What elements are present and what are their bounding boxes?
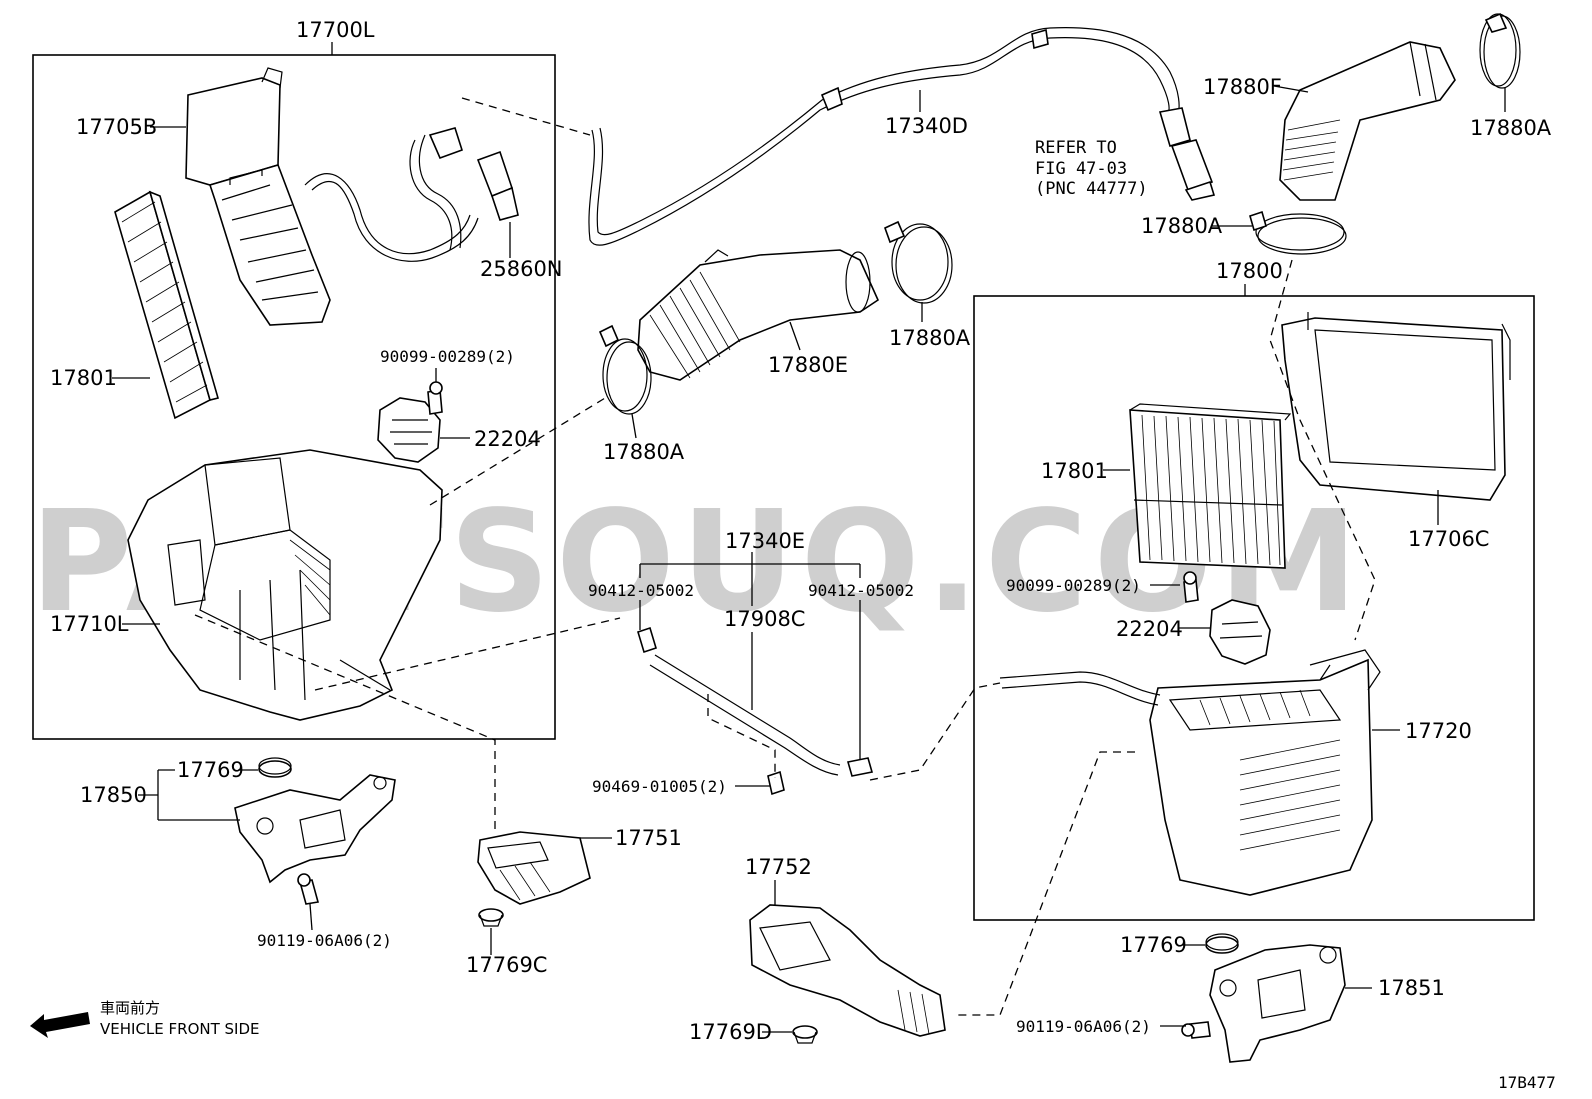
label-17801-left[interactable]: 17801 bbox=[50, 366, 117, 390]
label-17800[interactable]: 17800 bbox=[1216, 259, 1283, 283]
label-17769-left[interactable]: 17769 bbox=[177, 758, 244, 782]
part-90099-bolt-left[interactable] bbox=[427, 381, 443, 415]
part-17880A-clamp-left[interactable] bbox=[598, 324, 652, 415]
dash-17710L-to-17880A bbox=[429, 394, 611, 506]
front-label-en: VEHICLE FRONT SIDE bbox=[100, 1020, 260, 1038]
part-17908C-hose[interactable] bbox=[637, 626, 874, 796]
label-90099-right[interactable]: 90099-00289(2) bbox=[1006, 576, 1141, 595]
part-17751-duct[interactable] bbox=[477, 831, 591, 905]
label-17710L[interactable]: 17710L bbox=[50, 612, 129, 636]
part-17851-bracket[interactable] bbox=[1209, 944, 1346, 1063]
front-label-jp: 車両前方 bbox=[100, 999, 160, 1017]
label-17700L[interactable]: 17700L bbox=[296, 18, 375, 42]
dash-17710L-to-fitting bbox=[314, 617, 621, 691]
label-17340E[interactable]: 17340E bbox=[725, 529, 805, 553]
label-17908C[interactable]: 17908C bbox=[724, 607, 805, 631]
part-17706C-cap[interactable] bbox=[1281, 312, 1511, 501]
label-90469[interactable]: 90469-01005(2) bbox=[592, 777, 727, 796]
assembly-box-17700L bbox=[32, 54, 556, 740]
part-17850-bracket[interactable] bbox=[234, 774, 396, 884]
label-17880A-mid[interactable]: 17880A bbox=[889, 326, 971, 350]
front-arrow-icon bbox=[30, 1012, 90, 1038]
label-17880F[interactable]: 17880F bbox=[1203, 75, 1282, 99]
label-22204-right[interactable]: 22204 bbox=[1116, 617, 1183, 641]
leader-90119-left bbox=[309, 903, 313, 931]
part-17880A-clamp-right[interactable] bbox=[1249, 210, 1347, 255]
part-17710L-case[interactable] bbox=[127, 449, 443, 721]
part-17720-case[interactable] bbox=[999, 649, 1381, 896]
part-17340D-hose[interactable] bbox=[588, 27, 1180, 246]
part-17769C-grommet[interactable] bbox=[478, 908, 504, 927]
part-17801-filter-left[interactable] bbox=[114, 190, 219, 420]
label-17769D[interactable]: 17769D bbox=[689, 1020, 772, 1044]
part-17705B-cap[interactable] bbox=[185, 67, 331, 326]
dash-25860N-to-17340D bbox=[461, 97, 591, 136]
vehicle-front-indicator: 車両前方 VEHICLE FRONT SIDE bbox=[30, 999, 260, 1038]
part-17769-grommet-left[interactable] bbox=[258, 757, 292, 778]
leader-17850 bbox=[138, 769, 240, 821]
part-25860N-vsv-hose[interactable] bbox=[304, 127, 519, 262]
part-connector-refer bbox=[1158, 107, 1216, 201]
part-90099-bolt-right[interactable] bbox=[1183, 571, 1199, 603]
label-17706C[interactable]: 17706C bbox=[1408, 527, 1489, 551]
label-17851[interactable]: 17851 bbox=[1378, 976, 1445, 1000]
part-22204-sensor-right[interactable] bbox=[1209, 599, 1271, 665]
label-90119-right[interactable]: 90119-06A06(2) bbox=[1016, 1017, 1151, 1036]
label-90099-left[interactable]: 90099-00289(2) bbox=[380, 347, 515, 366]
label-17880E[interactable]: 17880E bbox=[768, 353, 848, 377]
part-17752-duct[interactable] bbox=[749, 904, 946, 1037]
part-17769-grommet-right[interactable] bbox=[1205, 933, 1239, 954]
dash-17908C-bracket bbox=[707, 694, 776, 778]
label-17801-right[interactable]: 17801 bbox=[1041, 459, 1108, 483]
part-22204-sensor-left[interactable] bbox=[377, 397, 441, 463]
figure-code: 17B477 bbox=[1498, 1073, 1556, 1092]
part-17880F-hose[interactable] bbox=[1279, 41, 1456, 201]
label-90412-right[interactable]: 90412-05002 bbox=[808, 581, 914, 600]
dash-17720-to-17752 bbox=[955, 751, 1135, 1016]
label-17340D[interactable]: 17340D bbox=[885, 114, 968, 138]
part-17801-filter-right[interactable] bbox=[1129, 403, 1292, 569]
leader-17880F bbox=[1273, 85, 1309, 93]
leader-17880A-left bbox=[631, 413, 637, 439]
part-17880A-clamp-top-right[interactable] bbox=[1479, 12, 1521, 89]
label-17850[interactable]: 17850 bbox=[80, 783, 147, 807]
label-17880A-right[interactable]: 17880A bbox=[1141, 214, 1223, 238]
label-17769C[interactable]: 17769C bbox=[466, 953, 547, 977]
leader-17340E bbox=[639, 552, 861, 578]
refer-note-line1: REFER TO bbox=[1035, 138, 1117, 158]
part-17769D-grommet[interactable] bbox=[792, 1025, 818, 1044]
label-17751[interactable]: 17751 bbox=[615, 826, 682, 850]
refer-note-line3: (PNC 44777) bbox=[1035, 179, 1148, 199]
label-90119-left[interactable]: 90119-06A06(2) bbox=[257, 931, 392, 950]
part-90119-bolt-right[interactable] bbox=[1181, 1021, 1211, 1039]
leader-17880E bbox=[789, 321, 801, 351]
refer-note-line2: FIG 47-03 bbox=[1035, 159, 1127, 179]
label-25860N[interactable]: 25860N bbox=[480, 257, 563, 281]
label-17880A-top-right[interactable]: 17880A bbox=[1470, 116, 1552, 140]
part-90119-bolt-left[interactable] bbox=[297, 873, 320, 905]
part-17880E-hose[interactable] bbox=[637, 249, 880, 381]
label-17752[interactable]: 17752 bbox=[745, 855, 812, 879]
label-17769-right[interactable]: 17769 bbox=[1120, 933, 1187, 957]
label-17880A-left[interactable]: 17880A bbox=[603, 440, 685, 464]
dash-17710L-to-17751 bbox=[194, 614, 496, 835]
label-90412-left[interactable]: 90412-05002 bbox=[588, 581, 694, 600]
part-17880A-clamp-mid[interactable] bbox=[884, 220, 953, 304]
dash-17880A-to-17706C bbox=[1269, 259, 1376, 641]
label-17720[interactable]: 17720 bbox=[1405, 719, 1472, 743]
dash-fitting-to-17720 bbox=[869, 682, 1001, 781]
label-17705B[interactable]: 17705B bbox=[76, 115, 157, 139]
label-22204-left[interactable]: 22204 bbox=[474, 427, 541, 451]
assembly-box-17800 bbox=[973, 295, 1535, 921]
